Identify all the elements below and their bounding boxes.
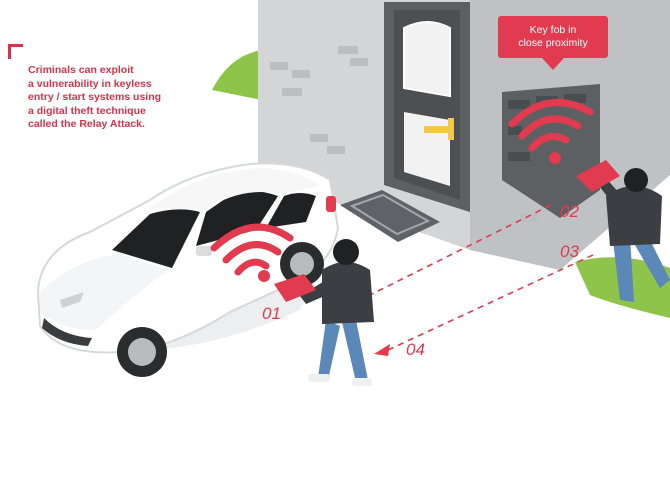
car-taillight — [326, 196, 336, 212]
doormat-inner — [349, 193, 431, 236]
door-window — [403, 21, 451, 98]
caption-line: Criminals can exploit — [28, 64, 134, 76]
car-side-window-rear — [266, 193, 316, 228]
car-hood — [40, 254, 168, 330]
wall-cutout — [502, 84, 600, 218]
thief-car-arm — [300, 280, 334, 304]
key-fob-callout: Key fob in close proximity — [498, 16, 608, 70]
thief-house-leg — [612, 232, 634, 302]
car-headlight — [60, 292, 84, 308]
thief-house-hoodie — [606, 186, 662, 246]
door-handle-post — [448, 118, 454, 140]
car-mirror — [196, 246, 212, 256]
car-grille — [42, 318, 92, 346]
callout-line-1: Key fob in — [529, 24, 577, 36]
thief-car-leg-left — [318, 320, 340, 380]
car-windshield — [112, 209, 200, 268]
thief-car — [274, 239, 374, 386]
relay-device-car — [274, 274, 316, 302]
car-wheel-front-rim — [128, 338, 156, 366]
wifi-dot-car — [258, 270, 270, 282]
step-label-01: 01 — [262, 304, 281, 323]
thief-car-hoodie — [322, 262, 374, 324]
intro-caption: Criminals can exploit a vulnerability in… — [28, 64, 198, 132]
relay-line-bottom — [387, 253, 596, 351]
car-side-window-front — [196, 190, 278, 246]
car — [36, 162, 340, 377]
thief-house — [576, 160, 670, 302]
step-label-03: 03 — [560, 242, 579, 261]
relay-device-house — [576, 160, 620, 192]
wifi-dot-house — [549, 152, 561, 164]
thief-house-leg-kneel — [632, 236, 670, 288]
caption-bracket-decoration — [8, 44, 23, 59]
car-roof — [150, 168, 320, 210]
relay-arrow-head — [374, 344, 390, 356]
thief-car-leg-right — [342, 320, 368, 382]
thief-car-shoe-left — [308, 374, 330, 382]
wifi-signal-house-icon — [508, 98, 594, 152]
caption-line: a digital theft technique — [28, 104, 146, 117]
grass-left — [212, 50, 262, 100]
relay-line-top — [367, 202, 556, 297]
caption-line: a vulnerability in keyless — [28, 77, 152, 90]
thief-car-shoe-right — [352, 378, 372, 386]
doormat — [340, 190, 440, 242]
thief-house-head — [624, 168, 648, 192]
thief-car-head — [333, 239, 359, 265]
step-label-04: 04 — [406, 340, 425, 359]
step-label-02: 02 — [560, 202, 579, 221]
door-handle — [424, 126, 454, 133]
wifi-signal-car-icon — [210, 223, 294, 276]
caption-line: called the Relay Attack. — [28, 118, 145, 130]
callout-line-2: close proximity — [518, 37, 588, 49]
caption-line: entry / start systems using — [28, 91, 162, 103]
car-wheel-rear-rim — [290, 252, 314, 276]
